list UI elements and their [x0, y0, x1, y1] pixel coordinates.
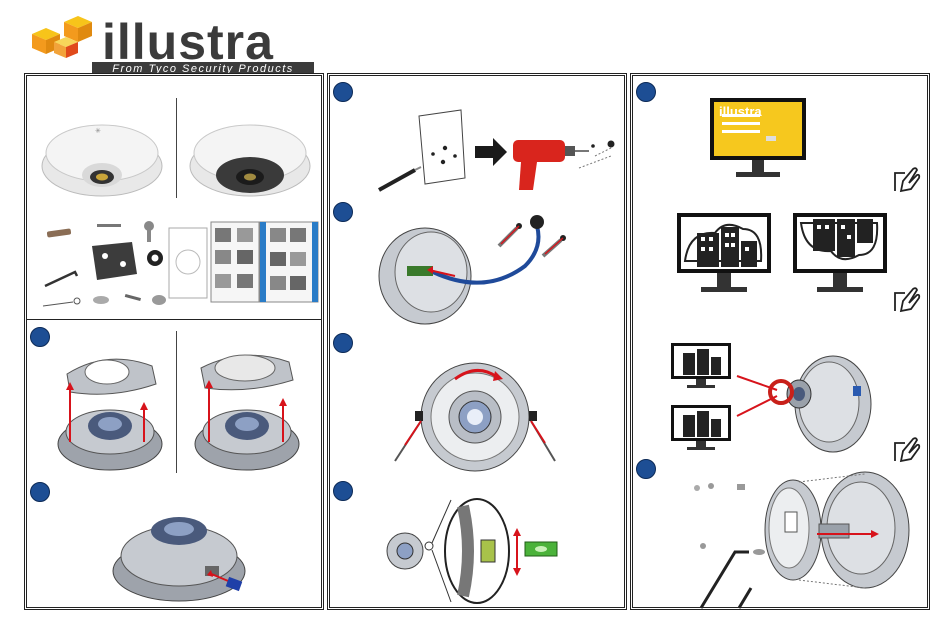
- step-marker: [30, 327, 50, 347]
- panel-contents-and-cover: ✳: [24, 73, 324, 610]
- step-marker: [636, 82, 656, 102]
- touch-hand-icon: [889, 431, 923, 465]
- rotate-lens-illustration: [733, 346, 873, 456]
- secure-camera-illustration: [385, 361, 585, 481]
- panel-mounting: [327, 73, 627, 610]
- template-and-drill-illustration: [375, 104, 615, 194]
- step-marker: [333, 333, 353, 353]
- brand-logo: illustra From Tyco Security Products: [24, 12, 314, 76]
- step-marker: [333, 82, 353, 102]
- camera-divider: [176, 98, 177, 198]
- rotated-view-monitor-illustration: [791, 211, 889, 301]
- step-marker: [333, 481, 353, 501]
- hardware-parts-illustration: [37, 216, 172, 311]
- svg-text:✳: ✳: [95, 127, 101, 135]
- remove-cover-alt-illustration: [189, 344, 304, 474]
- step-marker: [333, 202, 353, 222]
- step-marker: [636, 459, 656, 479]
- step-marker: [30, 482, 50, 502]
- panel-setup: illustra: [630, 73, 930, 610]
- touch-hand-icon: [889, 161, 923, 195]
- view-orientation-monitors-illustration: [669, 341, 733, 461]
- attach-cover-illustration: [689, 468, 921, 608]
- adjust-lens-illustration: [385, 496, 565, 606]
- panel-1-section-divider: [27, 319, 321, 320]
- documents-illustration: [167, 216, 322, 306]
- insert-sd-card-illustration: [109, 501, 259, 606]
- remove-cover-illustration: [52, 344, 167, 474]
- connect-cable-illustration: [375, 206, 600, 326]
- live-view-monitor-illustration: [675, 211, 773, 301]
- camera-white-illustration: ✳: [37, 111, 167, 201]
- cover-divider: [176, 331, 177, 473]
- monitor-brand-text: illustra: [719, 104, 762, 119]
- touch-hand-icon: [889, 281, 923, 315]
- logo-cubes-icon: [24, 12, 104, 62]
- camera-smoked-illustration: [185, 111, 315, 201]
